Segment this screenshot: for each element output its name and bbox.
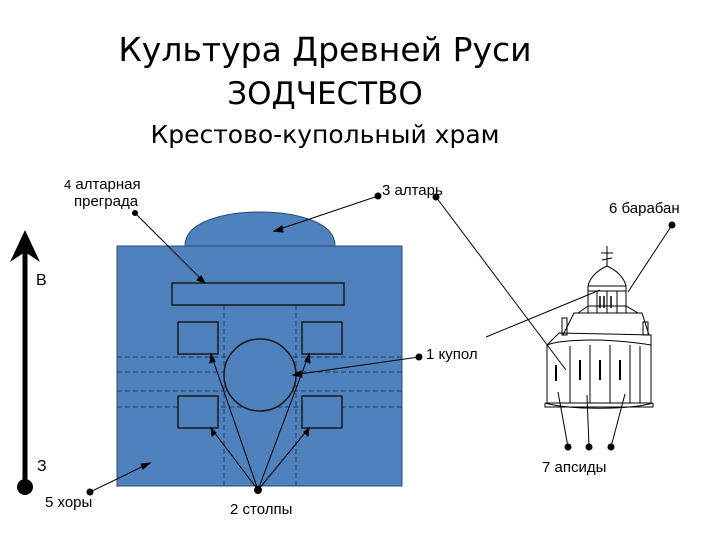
- label-dome: 1 купол: [426, 346, 478, 363]
- page-title: Культура Древней Руси: [118, 30, 532, 69]
- topic-heading: Крестово-купольный храм: [150, 120, 500, 149]
- direction-west: З: [37, 458, 47, 475]
- label-altar-barrier-line1: алтарная: [75, 176, 141, 193]
- label-choirs: 5 хоры: [45, 494, 93, 511]
- direction-east: В: [36, 272, 47, 289]
- label-pillars: 2 столпы: [230, 501, 293, 518]
- temple-plan: [116, 211, 403, 487]
- direction-arrow-icon: [10, 230, 40, 495]
- pillar-sw: [177, 395, 219, 429]
- title-block: Культура Древней Руси ЗОДЧЕСТВО Крестово…: [0, 28, 650, 152]
- label-altar-barrier-line2: преграда: [74, 193, 139, 210]
- altar-barrier-shape: [171, 282, 345, 306]
- pillar-se: [301, 395, 343, 429]
- label-drum: 6 барабан: [609, 200, 680, 217]
- label-apses: 7 апсиды: [542, 459, 607, 476]
- nave-lines: [117, 305, 402, 486]
- label-altar-barrier: 4 алтарная: [64, 176, 141, 193]
- dome-circle: [223, 338, 297, 412]
- label-altar-barrier-number: 4: [64, 177, 72, 192]
- pointer-lines: [86, 192, 676, 496]
- page-subtitle: ЗОДЧЕСТВО: [227, 76, 423, 112]
- pillar-nw: [177, 321, 219, 355]
- label-altar: 3 алтарь: [382, 182, 443, 199]
- plan-apse: [184, 211, 336, 247]
- pillar-ne: [301, 321, 343, 355]
- church-drawing-icon: [544, 246, 654, 409]
